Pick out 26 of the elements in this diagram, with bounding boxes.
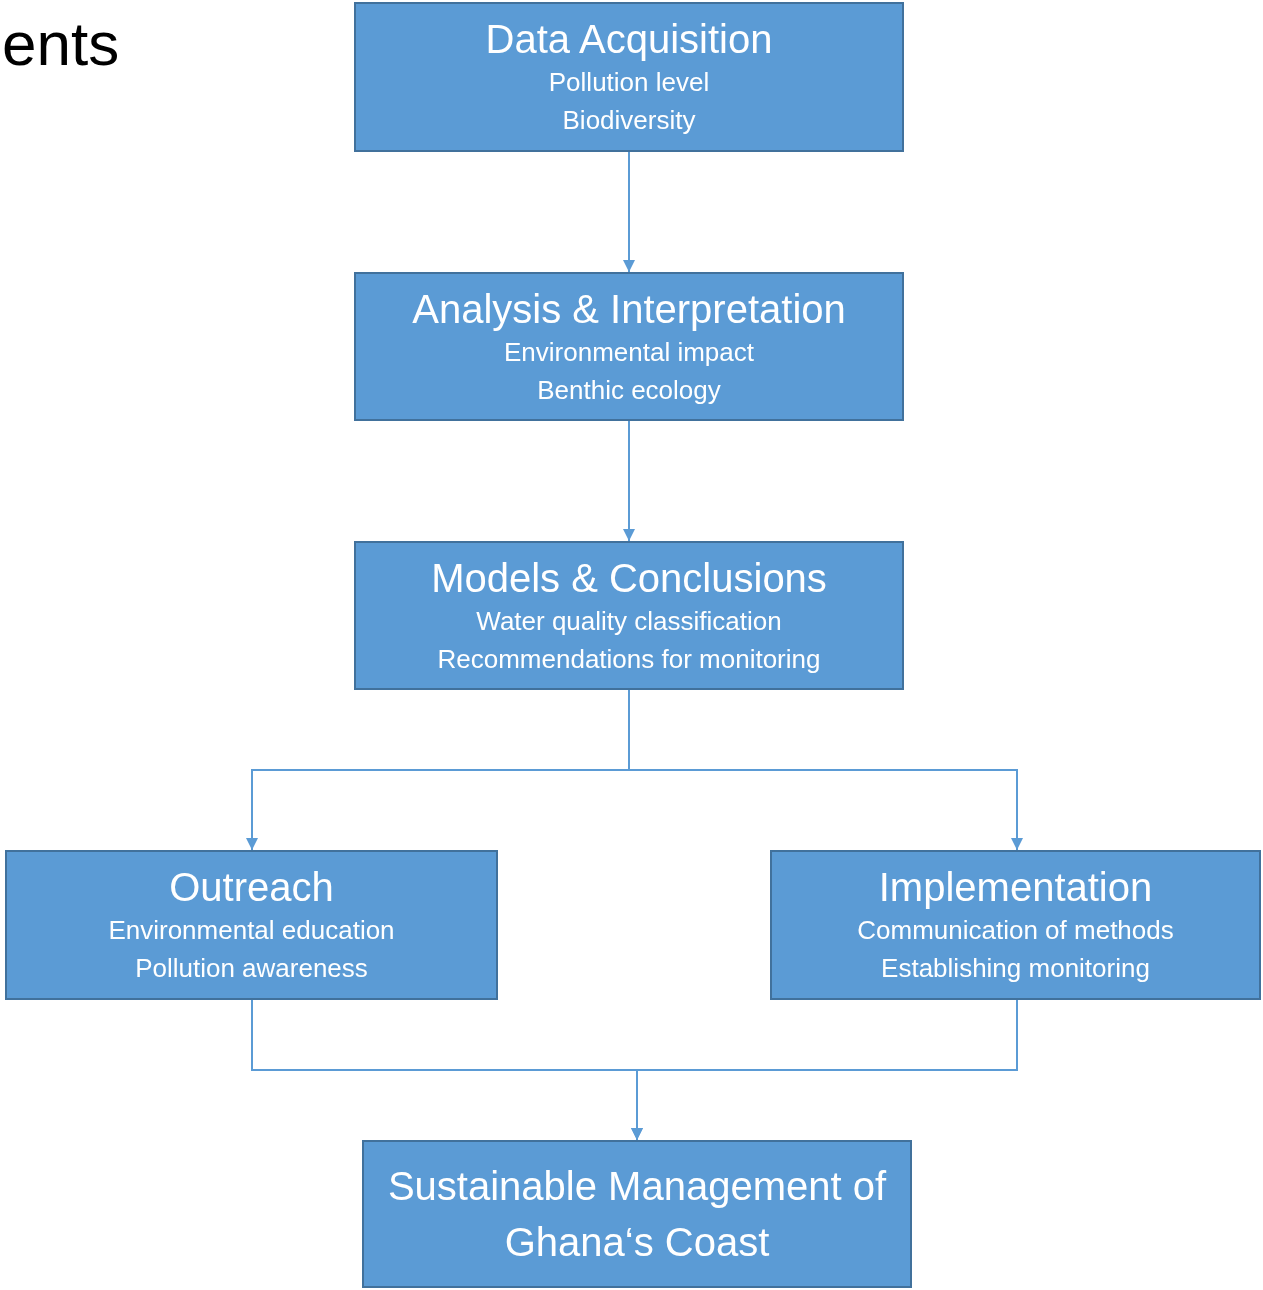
box-item: Pollution awareness bbox=[135, 952, 368, 985]
box-item: Communication of methods bbox=[857, 914, 1174, 947]
arrow bbox=[631, 999, 1018, 1141]
title-fragment: ents bbox=[2, 8, 120, 79]
box-title: Data Acquisition bbox=[485, 16, 773, 63]
process-box bbox=[354, 541, 904, 690]
box-item: Environmental education bbox=[108, 914, 395, 947]
arrow bbox=[623, 420, 635, 542]
box-item: Recommendations for monitoring bbox=[437, 642, 821, 676]
box-title: Sustainable Management of Ghana‘s Coast bbox=[386, 1163, 888, 1266]
box-item: Pollution level bbox=[548, 66, 710, 99]
box-title: Models & Conclusions bbox=[431, 554, 827, 602]
process-box bbox=[5, 850, 498, 1000]
process-box bbox=[362, 1140, 912, 1288]
box-item: Biodiversity bbox=[562, 104, 696, 137]
arrow bbox=[623, 151, 635, 273]
box-title: Outreach bbox=[169, 864, 334, 911]
process-box bbox=[770, 850, 1261, 1000]
box-item: Establishing monitoring bbox=[881, 952, 1150, 985]
box-item: Water quality classification bbox=[476, 604, 782, 638]
box-item: Environmental impact bbox=[504, 335, 754, 369]
box-item: Benthic ecology bbox=[537, 373, 721, 407]
process-box bbox=[354, 2, 904, 152]
process-box bbox=[354, 272, 904, 421]
box-title: Implementation bbox=[878, 864, 1153, 911]
box-title: Analysis & Interpretation bbox=[412, 285, 846, 333]
